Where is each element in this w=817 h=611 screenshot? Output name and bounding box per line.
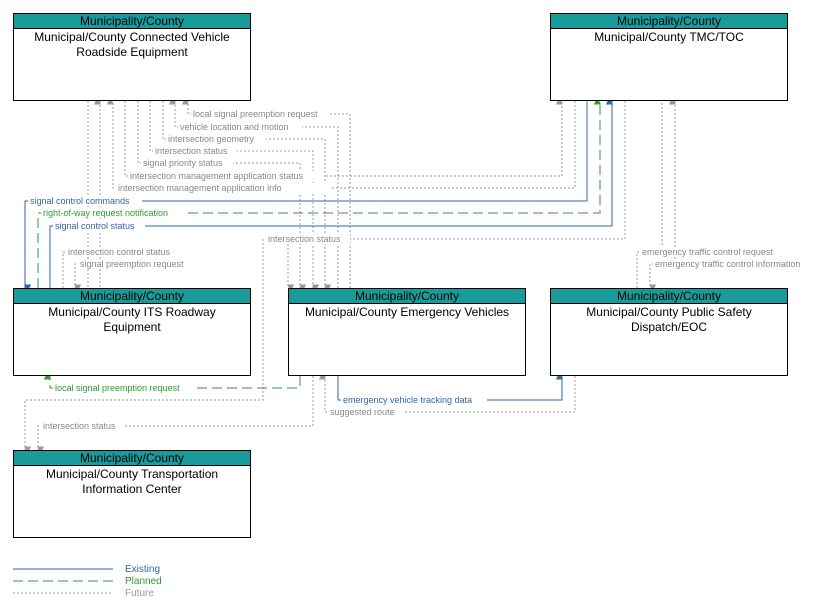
node-name: Municipal/County Transportation Informat… [45, 467, 219, 496]
flow-label-vehicle-location-and-motion: vehicle location and motion [180, 122, 289, 132]
flow-label-emergency-traffic-control-request: emergency traffic control request [642, 247, 773, 257]
flow-label-right-of-way-request-notification: right-of-way request notification [43, 208, 168, 218]
flow-line-ev-tic-b [24, 239, 264, 454]
flow-line-right-of-way-request-notification [37, 97, 601, 288]
flow-label-intersection-status: intersection status [155, 146, 228, 156]
flow-label-signal-control-commands: signal control commands [30, 196, 130, 206]
flow-line-intersection-status-ev-tic [37, 376, 314, 454]
node-public-safety-dispatch[interactable]: Municipality/County Municipal/County Pub… [550, 288, 788, 376]
node-its-roadway-equipment[interactable]: Municipality/County Municipal/County ITS… [13, 288, 251, 376]
flow-line-intersection-management-application-info [106, 97, 576, 189]
flow-label-emergency-traffic-control-information: emergency traffic control information [655, 259, 800, 269]
node-name: Municipal/County Public Safety Dispatch/… [586, 305, 752, 334]
flow-label-local-signal-preemption-request-ev-its: local signal preemption request [55, 383, 180, 393]
flow-label-emergency-vehicle-tracking-data: emergency vehicle tracking data [343, 395, 472, 405]
flow-line-intersection-status-tmc-ev [287, 101, 626, 292]
node-category: Municipality/County [289, 289, 525, 304]
flow-label-suggested-route: suggested route [330, 407, 395, 417]
flow-line-intersection-status-cvre-ev [149, 101, 320, 292]
flow-line-suggested-route [318, 372, 576, 413]
legend-label-future: Future [125, 588, 154, 599]
node-category: Municipality/County [551, 289, 787, 304]
node-name: Municipal/County Emergency Vehicles [304, 305, 510, 319]
flow-label-signal-priority-status: signal priority status [143, 158, 223, 168]
node-category: Municipality/County [14, 451, 250, 466]
node-transportation-information-center[interactable]: Municipality/County Municipal/County Tra… [13, 450, 251, 538]
flow-line-vehicle-location-and-motion [168, 97, 339, 288]
node-name: Municipal/County ITS Roadway Equipment [48, 305, 216, 334]
node-category: Municipality/County [14, 289, 250, 304]
legend-label-existing: Existing [125, 564, 160, 575]
node-emergency-vehicles[interactable]: Municipality/County Municipal/County Eme… [288, 288, 526, 376]
flow-label-local-signal-preemption-request: local signal preemption request [193, 109, 318, 119]
legend: Existing Planned Future [13, 564, 162, 599]
node-category: Municipality/County [551, 14, 787, 29]
flow-label-intersection-geometry: intersection geometry [168, 134, 255, 144]
flow-label-intersection-management-application-status: intersection management application stat… [130, 171, 304, 181]
flow-label-intersection-status-ev-tic: intersection status [43, 421, 116, 431]
flow-label-signal-preemption-request: signal preemption request [80, 259, 184, 269]
flow-label-signal-control-status: signal control status [55, 221, 135, 231]
flow-line-signal-control-commands [24, 101, 588, 292]
node-name: Municipal/County Connected Vehicle Roads… [34, 30, 230, 59]
flow-line-emergency-traffic-control-information [649, 97, 676, 292]
node-connected-vehicle-roadside-equipment[interactable]: Municipality/County Municipal/County Con… [13, 13, 251, 101]
flow-line-intersection-control-status [62, 251, 182, 288]
legend-label-planned: Planned [125, 576, 162, 587]
flow-line-signal-control-status [49, 97, 613, 288]
flow-label-intersection-management-application-info: intersection management application info [118, 183, 282, 193]
node-tmc-toc[interactable]: Municipality/County Municipal/County TMC… [550, 13, 788, 101]
node-name: Municipal/County TMC/TOC [594, 30, 744, 44]
flow-label-intersection-control-status: intersection control status [68, 247, 171, 257]
flow-label-intersection-status-tmc-ev: intersection status [268, 234, 341, 244]
node-category: Municipality/County [14, 14, 250, 29]
flow-line-intersection-management-application-status [124, 97, 563, 177]
